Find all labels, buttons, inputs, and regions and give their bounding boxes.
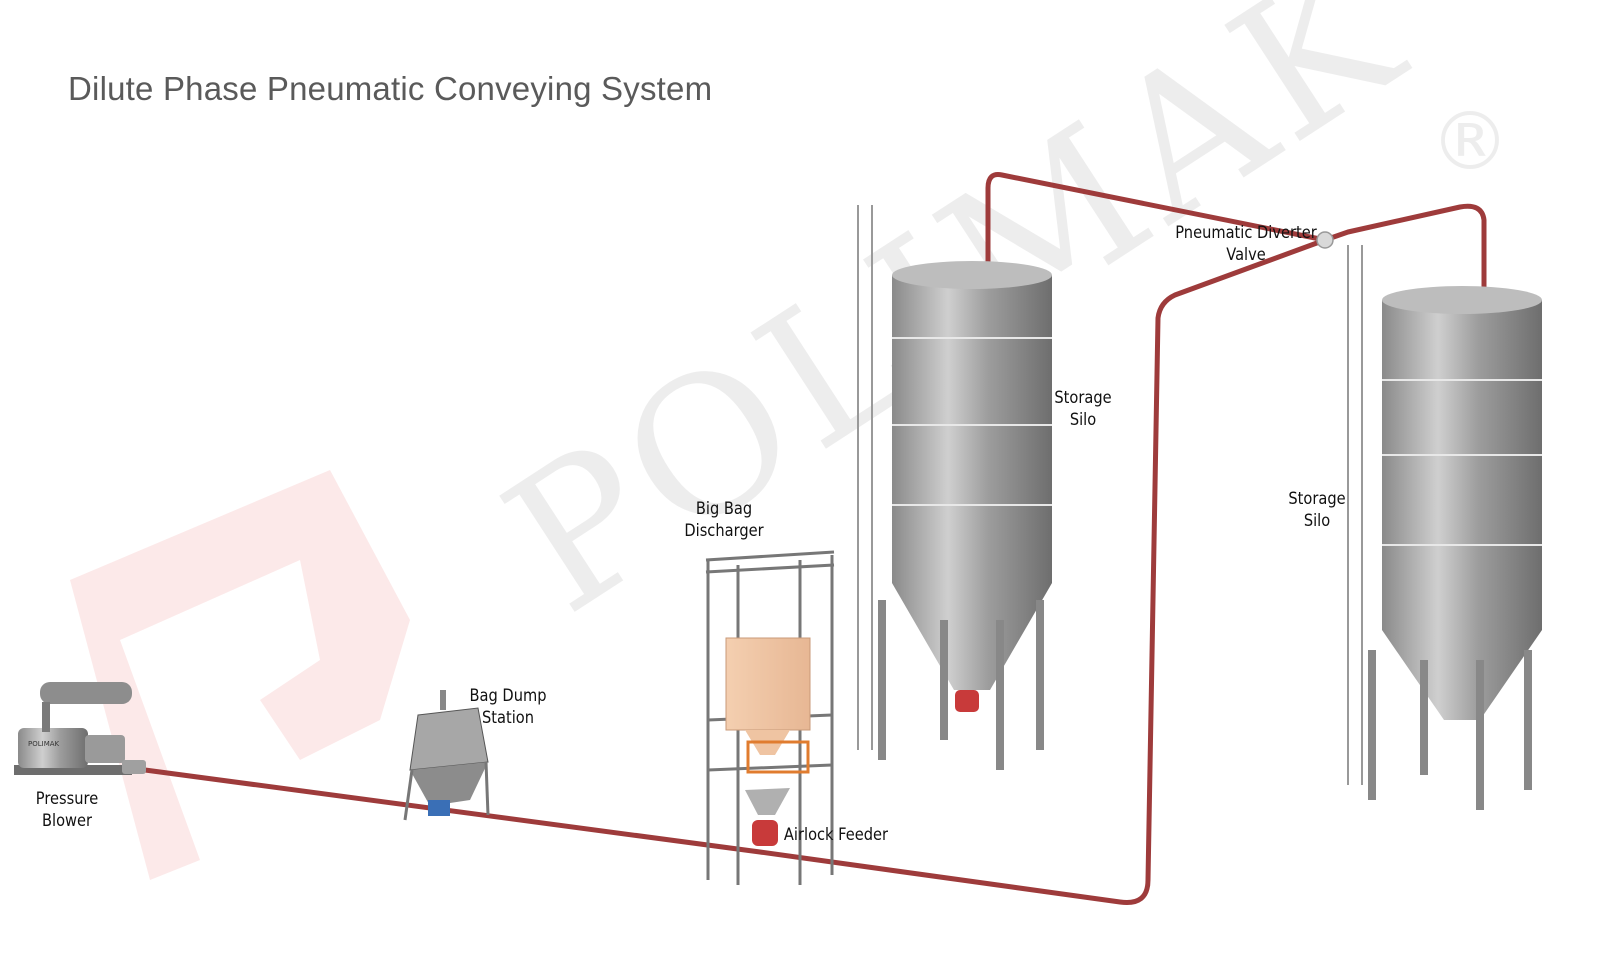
- watermark-registered-mark: ®: [1430, 95, 1510, 188]
- pressure-blower: POLIMAK: [14, 682, 146, 775]
- diagram-title: Dilute Phase Pneumatic Conveying System: [68, 70, 713, 107]
- label-airlock-feeder: Airlock Feeder: [783, 825, 889, 845]
- pneumatic-diverter-valve: [1316, 231, 1334, 249]
- storage-silo-1: [857, 205, 1052, 770]
- bag-dump-station: [403, 690, 490, 821]
- storage-silo-2: [1347, 245, 1542, 810]
- conveying-pipeline: [142, 172, 1487, 906]
- blower-brand-plate: POLIMAK: [28, 740, 60, 748]
- big-bag-discharger: [705, 550, 835, 885]
